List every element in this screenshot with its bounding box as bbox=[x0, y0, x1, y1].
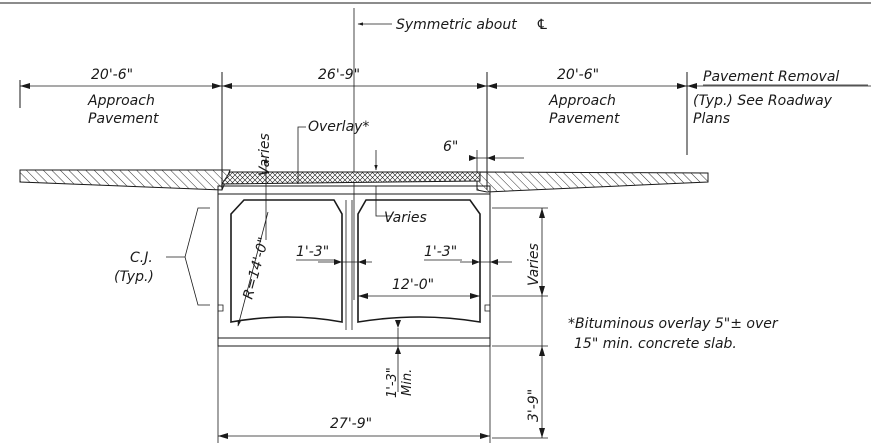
top-dim-arrow-7 bbox=[687, 83, 697, 89]
top-dim-arrow-6 bbox=[677, 83, 687, 89]
approach-left-line1: Approach bbox=[87, 93, 155, 109]
wall-left-label: 1'-3" bbox=[296, 244, 329, 260]
span-inner-arrow-a bbox=[358, 293, 368, 299]
culvert-outline bbox=[217, 185, 491, 347]
wall-left-arrow-b bbox=[358, 259, 366, 265]
removal-line1: Pavement Removal bbox=[703, 69, 839, 85]
right-varies-arrow-a bbox=[539, 208, 545, 218]
note-line2: 15" min. concrete slab. bbox=[574, 336, 737, 352]
bottom-min-arrow-b bbox=[395, 346, 401, 354]
approach-right-line2: Pavement bbox=[549, 111, 620, 127]
varies-mid-leader bbox=[375, 186, 392, 217]
wall-right-label: 1'-3" bbox=[424, 244, 457, 260]
cj-notch-right bbox=[484, 304, 490, 312]
radius-label: R=14'-0" bbox=[240, 236, 272, 302]
radius-leader bbox=[237, 211, 269, 327]
six-inch-label: 6" bbox=[443, 139, 458, 155]
depth-label: 3'-9" bbox=[526, 389, 542, 422]
bottom-dim-arrow-b bbox=[480, 433, 490, 439]
top-dim-arrow-4 bbox=[477, 83, 487, 89]
wall-left-arrow-a bbox=[334, 259, 342, 265]
left-approach-pavement bbox=[19, 169, 231, 191]
approach-right-line1: Approach bbox=[548, 93, 616, 109]
cj-label-line2: (Typ.) bbox=[114, 269, 154, 285]
varies-right-label: Varies bbox=[526, 243, 542, 286]
dim-left-top: 20'-6" bbox=[91, 67, 133, 83]
span-inner-label: 12'-0" bbox=[392, 277, 434, 293]
span-inner-arrow-b bbox=[470, 293, 480, 299]
overlay-band bbox=[221, 171, 481, 185]
cj-label-line1: C.J. bbox=[130, 250, 153, 266]
bottom-min-sub: Min. bbox=[400, 369, 415, 396]
dim-bottom-label: 27'-9" bbox=[330, 416, 372, 432]
six-inch-arrow-a bbox=[469, 155, 477, 161]
centerline-symbol: ℄ bbox=[536, 17, 549, 33]
right-varies-arrow-b bbox=[539, 286, 545, 296]
right-cell-opening bbox=[357, 199, 481, 323]
bottom-dim-arrow-a bbox=[218, 433, 228, 439]
symmetric-label: Symmetric about bbox=[396, 17, 517, 33]
wall-right-arrow-a bbox=[472, 259, 480, 265]
top-dim-arrow-2 bbox=[212, 83, 222, 89]
bottom-min-label: 1'-3" bbox=[385, 367, 400, 398]
wall-right-arrow-b bbox=[490, 259, 498, 265]
approach-left-line2: Pavement bbox=[88, 111, 159, 127]
top-dim-arrow-3 bbox=[222, 83, 232, 89]
varies-top-label: Varies bbox=[257, 133, 273, 176]
depth-arrow-a bbox=[539, 346, 545, 356]
bottom-min-arrow-a bbox=[395, 320, 401, 328]
removal-line2: (Typ.) See Roadway bbox=[693, 93, 833, 109]
dim-right-top: 20'-6" bbox=[557, 67, 599, 83]
overlay-label: Overlay* bbox=[308, 119, 369, 135]
depth-arrow-b bbox=[539, 428, 545, 438]
cj-notch-left bbox=[218, 304, 224, 312]
top-dim-arrow-5 bbox=[487, 83, 497, 89]
varies-mid-label: Varies bbox=[384, 210, 427, 226]
removal-line3: Plans bbox=[693, 111, 730, 127]
overlay-leader bbox=[297, 126, 306, 184]
note-line1: *Bituminous overlay 5"± over bbox=[568, 316, 779, 332]
right-approach-pavement bbox=[476, 171, 709, 193]
left-cell-opening bbox=[230, 199, 343, 323]
dim-center-top: 26'-9" bbox=[318, 67, 360, 83]
six-inch-arrow-b bbox=[487, 155, 495, 161]
top-dim-arrow-1 bbox=[20, 83, 30, 89]
cj-brace-left bbox=[184, 207, 210, 306]
